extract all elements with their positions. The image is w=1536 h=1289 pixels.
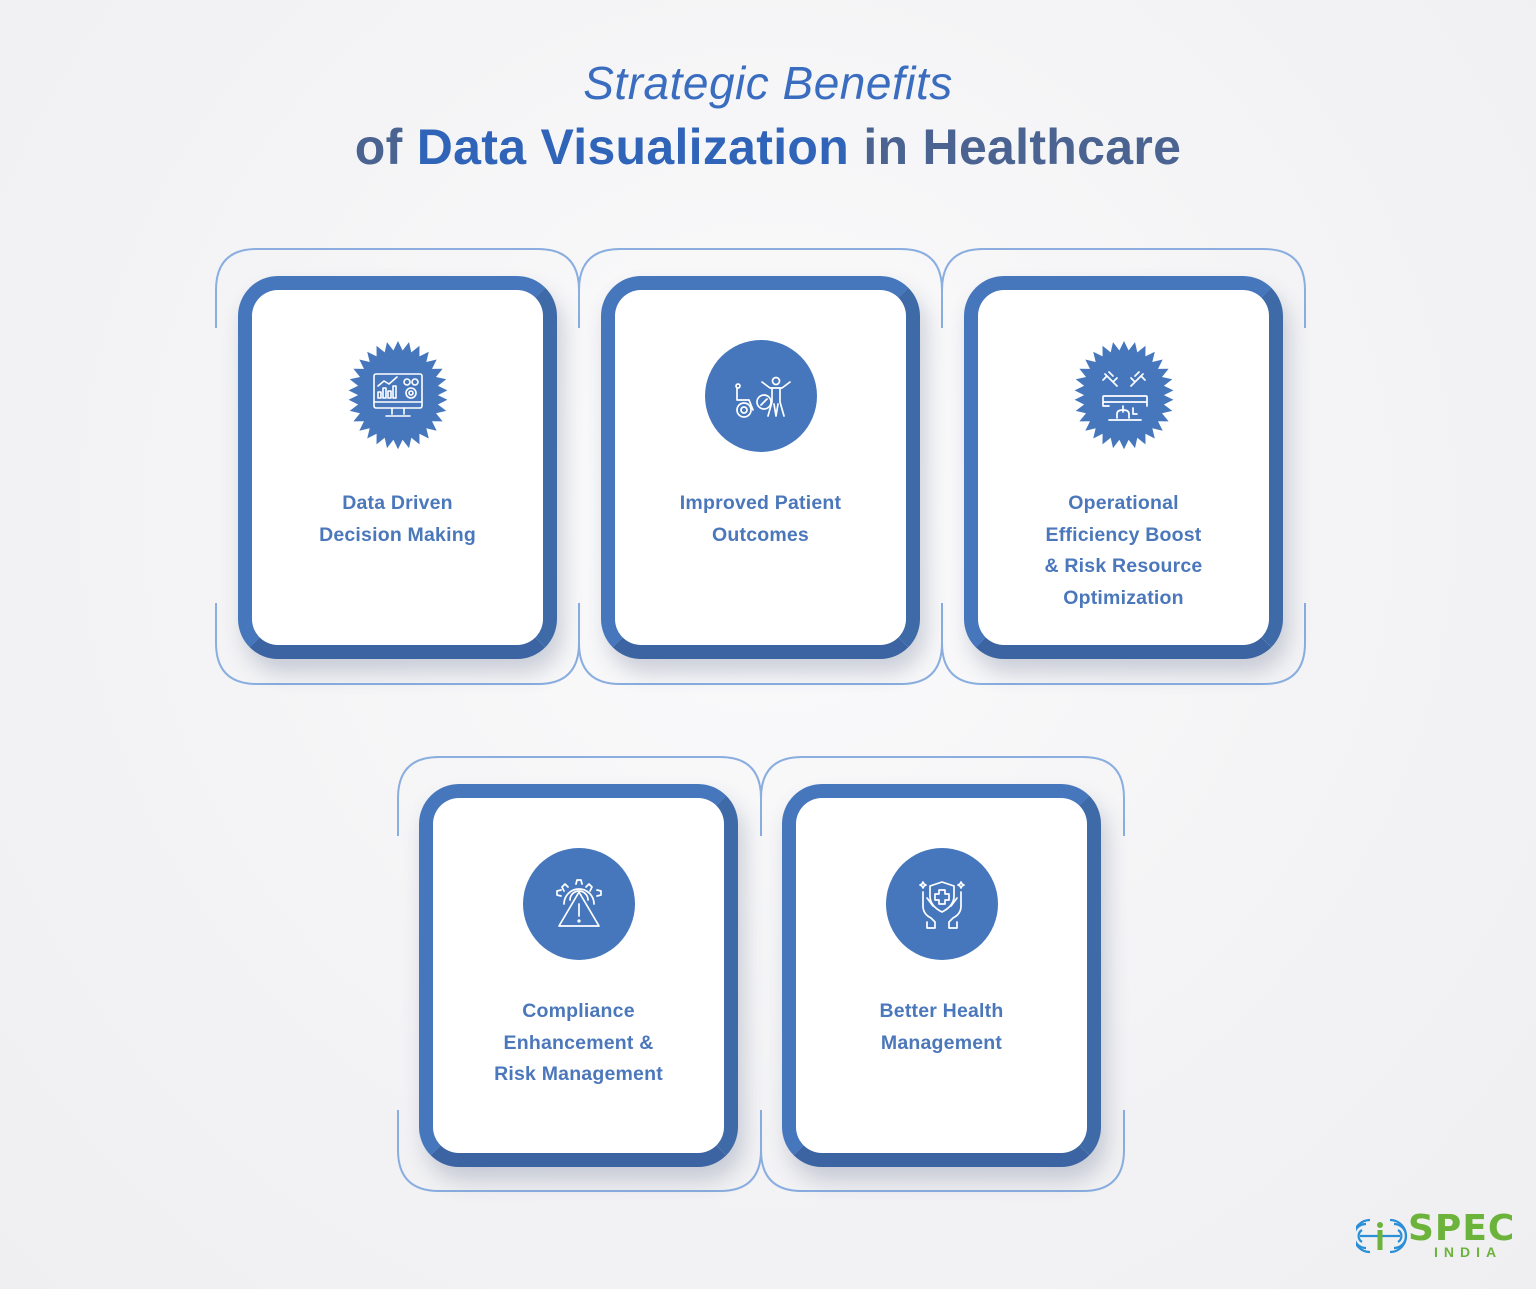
logo-subtitle: INDIA: [1434, 1244, 1503, 1260]
benefit-card-label: Better Health Management: [796, 996, 1087, 1059]
benefit-card-label: Compliance Enhancement & Risk Management: [433, 996, 724, 1091]
hands-shield-cross-icon: [883, 844, 1001, 962]
title-prefix: of: [354, 119, 417, 175]
title-line-2: of Data Visualization in Healthcare: [0, 118, 1536, 176]
benefit-card-operational-efficiency: Operational Efficiency Boost & Risk Reso…: [964, 276, 1283, 659]
label-line: Decision Making: [319, 523, 476, 546]
globe-i-icon: [1356, 1218, 1408, 1254]
row-1-outline-frame: [215, 248, 1306, 685]
label-line: Better Health: [879, 1000, 1004, 1022]
logo-wordmark: SPEC: [1408, 1208, 1516, 1249]
title-line-1: Strategic Benefits: [583, 57, 953, 109]
benefit-card-better-health: Better Health Management: [782, 784, 1101, 1167]
title-highlight: Data Visualization: [416, 119, 850, 175]
monitor-analytics-icon: [339, 336, 457, 454]
label-line: Operational: [1068, 492, 1179, 514]
operating-table-icon: [1065, 336, 1183, 454]
benefit-card-label: Operational Efficiency Boost & Risk Reso…: [978, 488, 1269, 614]
benefit-card-patient-outcomes: Improved Patient Outcomes: [601, 276, 920, 659]
label-line: Risk Management: [494, 1063, 663, 1085]
label-line: Optimization: [1063, 586, 1184, 609]
benefit-card-label: Improved Patient Outcomes: [615, 488, 906, 551]
benefit-card-label: Data Driven Decision Making: [252, 488, 543, 551]
spec-india-logo: SPEC INDIA: [1356, 1208, 1516, 1264]
patient-recovery-icon: [702, 336, 820, 454]
label-line: Data Driven: [342, 492, 453, 514]
label-line: Outcomes: [712, 523, 809, 546]
benefit-card-compliance: Compliance Enhancement & Risk Management: [419, 784, 738, 1167]
label-line: Compliance: [522, 1000, 635, 1022]
label-line: & Risk Resource: [1044, 555, 1203, 577]
title-suffix: in Healthcare: [849, 119, 1182, 175]
label-line: Enhancement &: [503, 1031, 654, 1054]
label-line: Management: [880, 1031, 1003, 1054]
benefit-card-data-driven: Data Driven Decision Making: [238, 276, 557, 659]
label-line: Efficiency Boost: [1045, 523, 1202, 546]
warning-gear-icon: [520, 844, 638, 962]
label-line: Improved Patient: [679, 492, 842, 514]
